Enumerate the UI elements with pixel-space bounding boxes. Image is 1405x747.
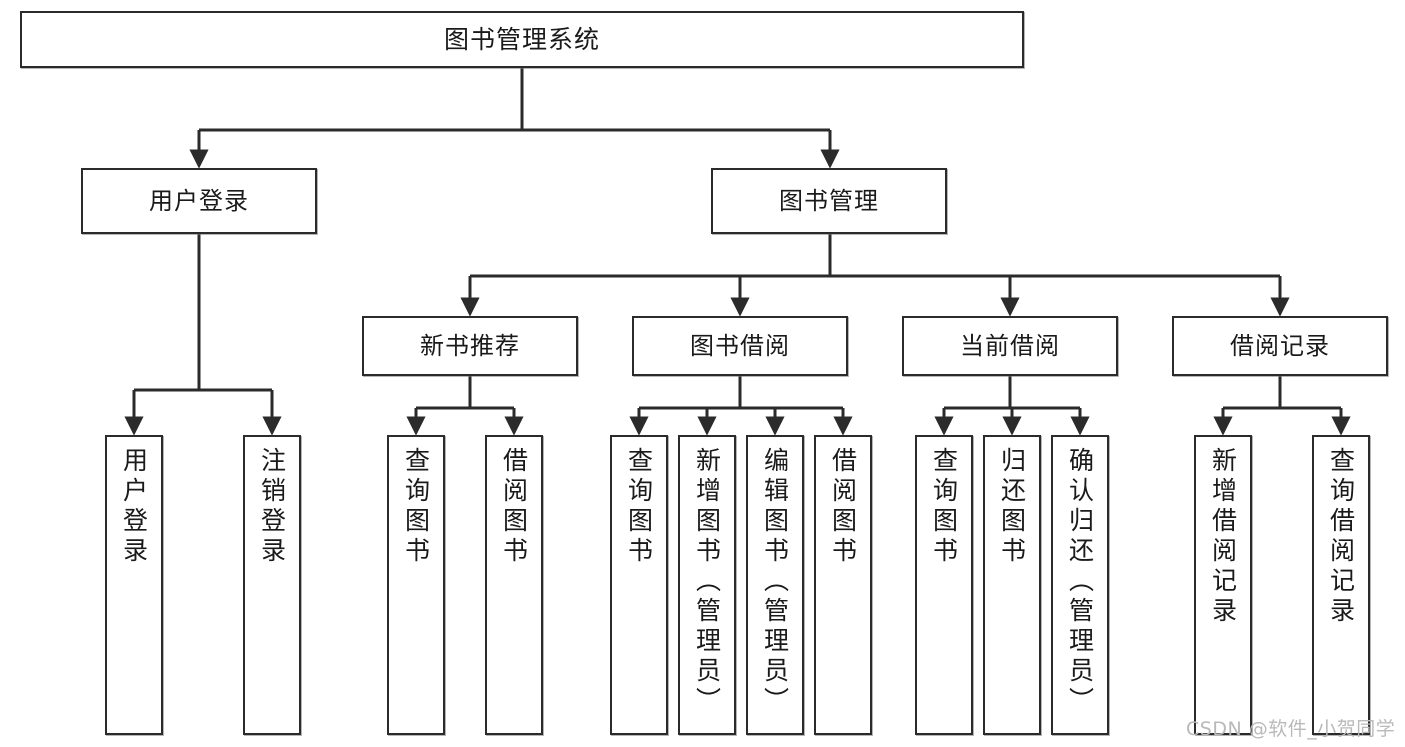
leaf-user-logout-label: 注销登录 [257, 447, 287, 567]
leaf-edit-book-label: 编辑图书（管理员） [760, 447, 790, 717]
leaf-query-record[interactable]: 查询借阅记录 [1312, 435, 1370, 735]
leaf-borrow-book-2-label: 借阅图书 [828, 447, 858, 567]
leaf-query-book-1-label: 查询图书 [401, 447, 431, 567]
node-borrow-record[interactable]: 借阅记录 [1172, 316, 1388, 376]
node-book-borrow-label: 图书借阅 [690, 331, 790, 360]
leaf-query-record-label: 查询借阅记录 [1326, 447, 1356, 627]
leaf-query-book-2[interactable]: 查询图书 [610, 435, 668, 735]
leaf-borrow-book-2[interactable]: 借阅图书 [814, 435, 872, 735]
leaf-confirm-return[interactable]: 确认归还（管理员） [1051, 435, 1109, 735]
leaf-borrow-book-1-label: 借阅图书 [499, 447, 529, 567]
node-current-borrow[interactable]: 当前借阅 [902, 316, 1118, 376]
leaf-borrow-book-1[interactable]: 借阅图书 [485, 435, 543, 735]
leaf-add-record-label: 新增借阅记录 [1208, 447, 1238, 627]
node-root[interactable]: 图书管理系统 [20, 11, 1024, 68]
leaf-confirm-return-label: 确认归还（管理员） [1065, 447, 1095, 717]
node-current-borrow-label: 当前借阅 [960, 331, 1060, 360]
node-book-borrow[interactable]: 图书借阅 [632, 316, 848, 376]
leaf-edit-book[interactable]: 编辑图书（管理员） [746, 435, 804, 735]
leaf-add-book[interactable]: 新增图书（管理员） [678, 435, 736, 735]
node-new-book-rec-label: 新书推荐 [420, 331, 520, 360]
node-book-manage-label: 图书管理 [779, 186, 879, 215]
leaf-query-book-3[interactable]: 查询图书 [915, 435, 973, 735]
leaf-return-book-label: 归还图书 [997, 447, 1027, 567]
leaf-query-book-3-label: 查询图书 [929, 447, 959, 567]
leaf-query-book-2-label: 查询图书 [624, 447, 654, 567]
node-root-label: 图书管理系统 [443, 24, 600, 54]
watermark: CSDN @软件_小贺同学 [1186, 718, 1396, 740]
node-book-manage[interactable]: 图书管理 [711, 168, 947, 234]
node-user-login-label: 用户登录 [149, 186, 249, 215]
leaf-query-book-1[interactable]: 查询图书 [387, 435, 445, 735]
node-borrow-record-label: 借阅记录 [1230, 331, 1330, 360]
leaf-add-book-label: 新增图书（管理员） [692, 447, 722, 717]
node-user-login[interactable]: 用户登录 [81, 168, 317, 234]
node-new-book-rec[interactable]: 新书推荐 [362, 316, 578, 376]
leaf-return-book[interactable]: 归还图书 [983, 435, 1041, 735]
leaf-user-logout[interactable]: 注销登录 [243, 435, 301, 735]
leaf-user-login[interactable]: 用户登录 [105, 435, 163, 735]
leaf-user-login-label: 用户登录 [119, 447, 149, 567]
leaf-add-record[interactable]: 新增借阅记录 [1194, 435, 1252, 735]
